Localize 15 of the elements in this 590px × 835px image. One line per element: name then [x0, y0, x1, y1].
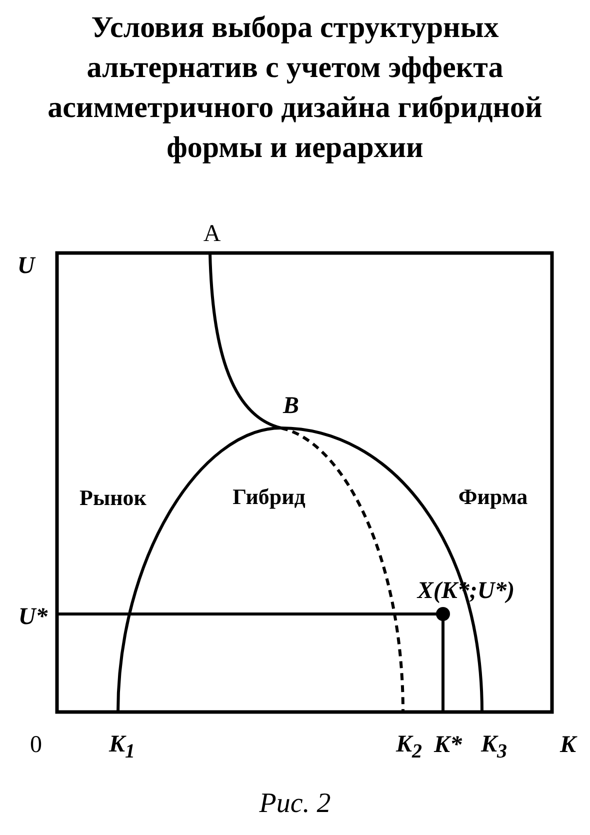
- figure-caption: Рис. 2: [258, 788, 332, 820]
- tick-label: K*: [434, 733, 462, 757]
- tick-label: K$_{1}$: [109, 732, 135, 762]
- tick-label: K$_{2}$: [396, 732, 422, 762]
- title: Условия выбора структурных альтернатив с учетом эффекта асимметричного дизайна гибридной формы и иерархии: [46, 10, 544, 166]
- tick-label: 0: [30, 733, 42, 757]
- region-label: Фирма: [458, 486, 528, 508]
- region-label: Гибрид: [232, 486, 306, 508]
- point-label: A: [203, 222, 221, 246]
- axis-label: U: [17, 254, 35, 278]
- tick-label: U*: [18, 605, 48, 629]
- region-label: Рынок: [80, 487, 146, 509]
- tick-label: K$_{3}$: [481, 732, 507, 762]
- point-label: B: [283, 394, 299, 418]
- axis-label: K: [560, 733, 576, 757]
